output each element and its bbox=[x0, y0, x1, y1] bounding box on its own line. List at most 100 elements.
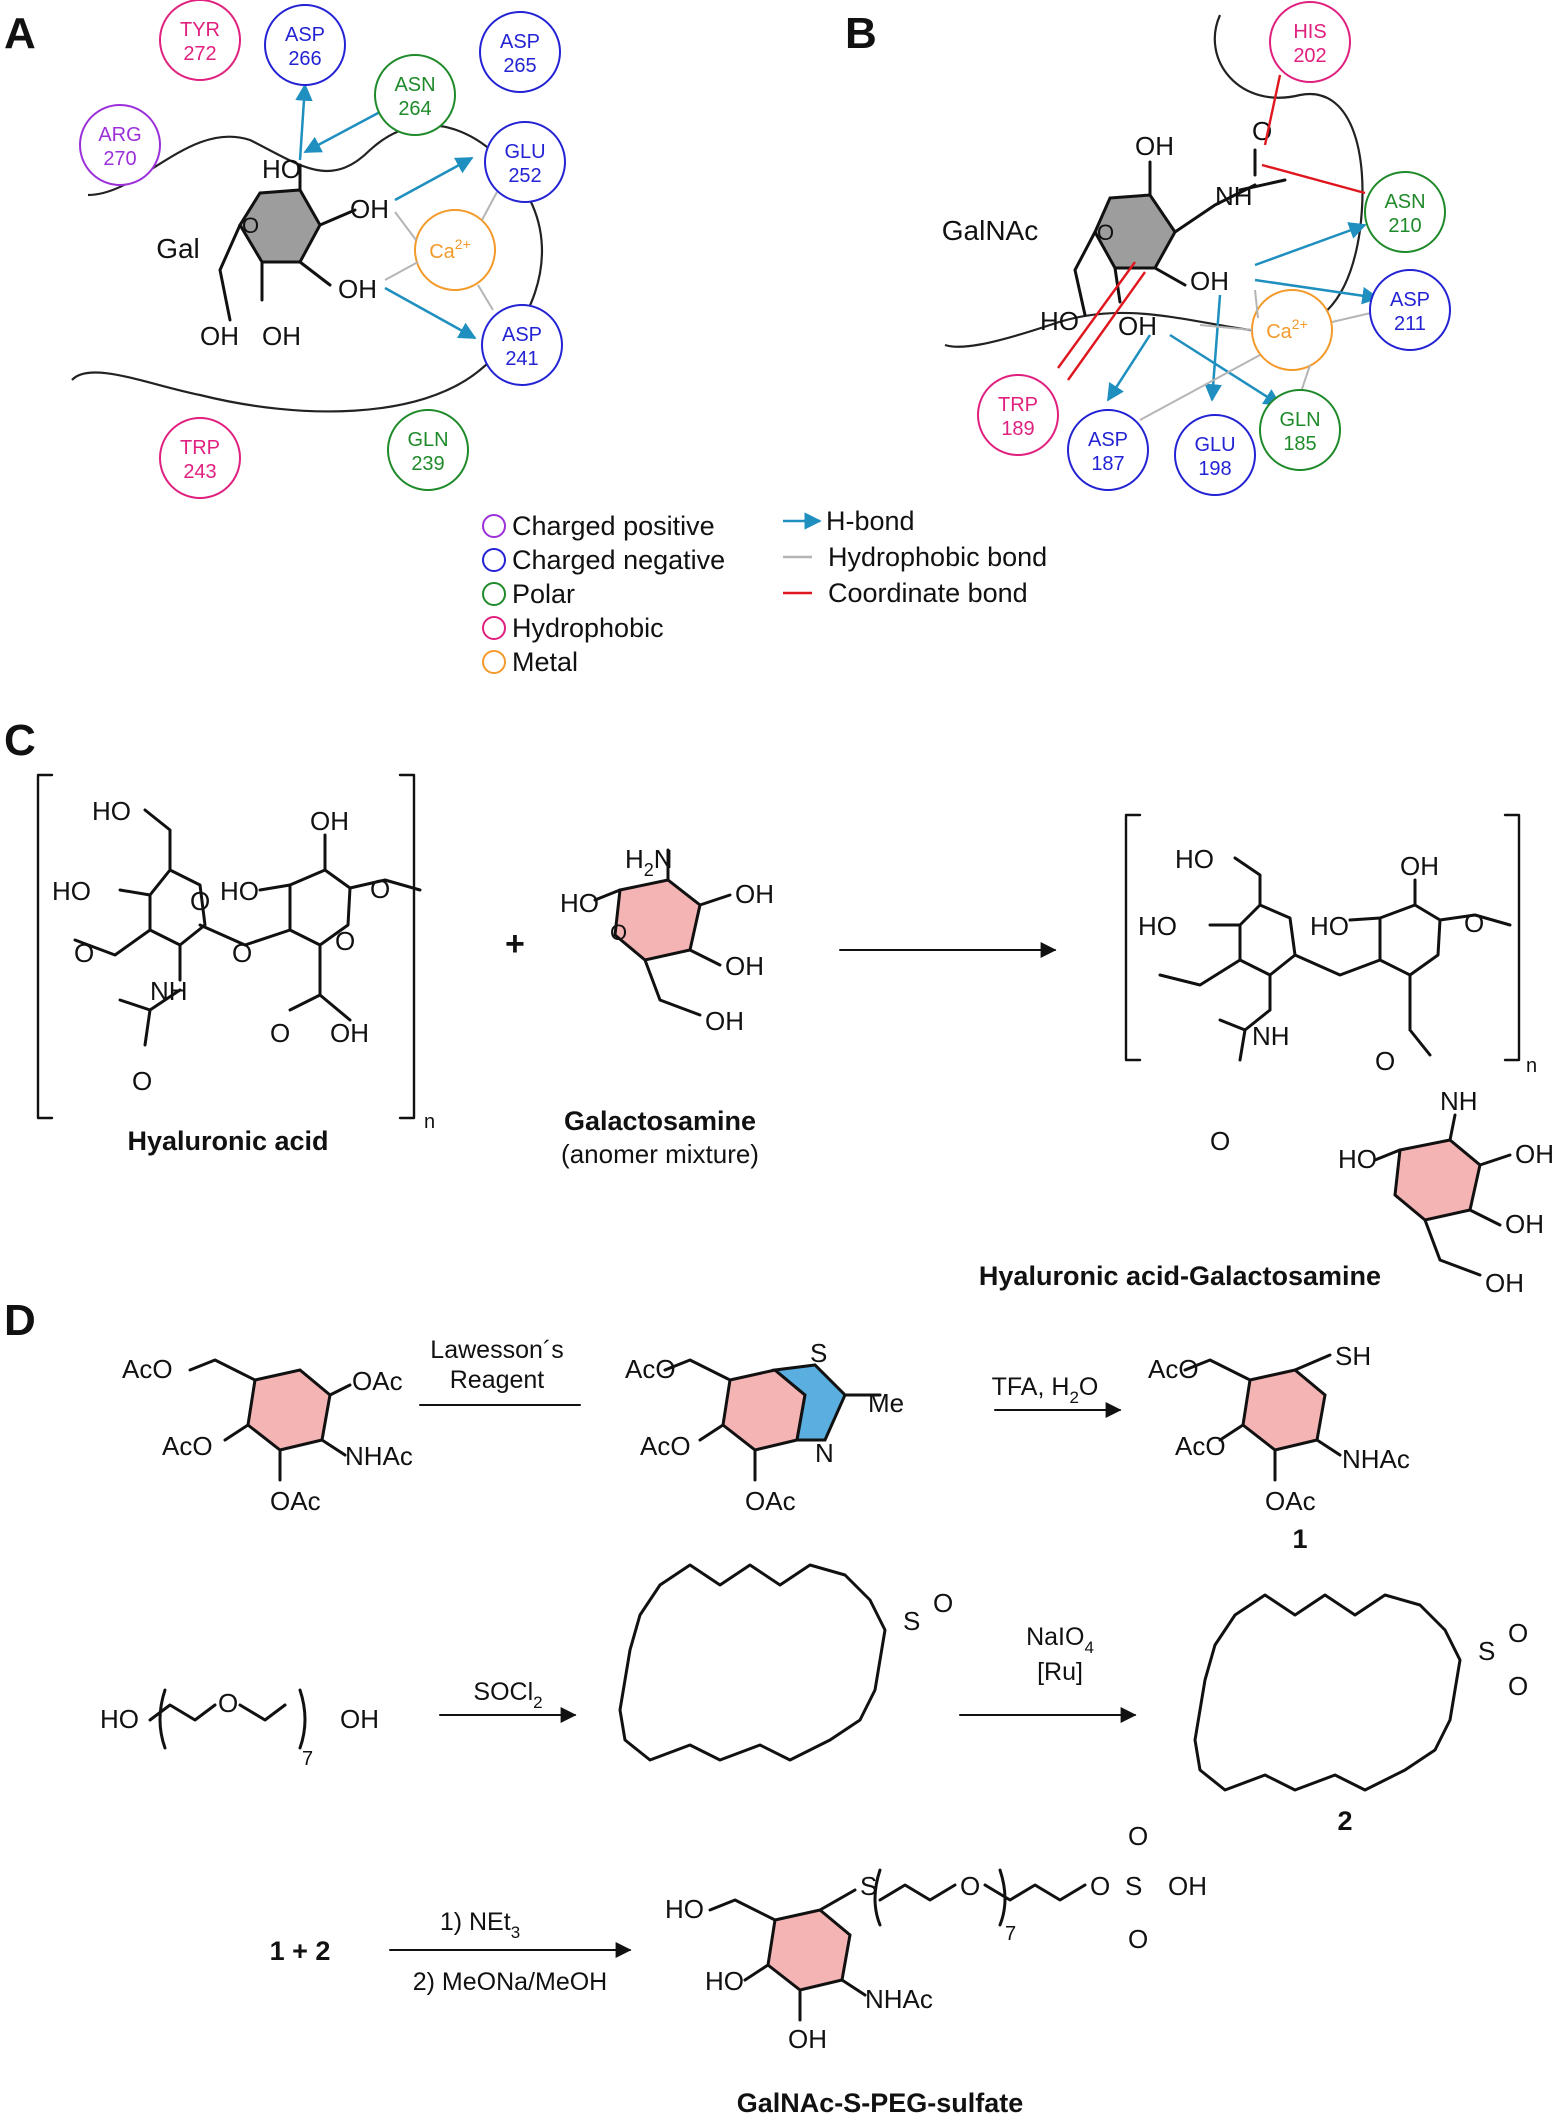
a-residue-circle bbox=[79, 104, 161, 186]
hbond-b1 bbox=[1254, 222, 1367, 267]
b-residue-circle bbox=[1259, 389, 1341, 471]
metal-label-b: Ca2+ bbox=[1266, 316, 1308, 343]
thiol-substituents bbox=[1183, 1353, 1342, 1482]
final-repeat-7: 7 bbox=[1005, 1923, 1016, 1945]
hbond-b3 bbox=[1106, 334, 1152, 402]
ha-substituents bbox=[73, 808, 422, 1047]
panel-letter-a: A bbox=[4, 9, 36, 58]
gal-oh-2: OH bbox=[725, 951, 764, 981]
b-residue-name: ASP bbox=[1088, 429, 1128, 451]
bracket-left-ha bbox=[36, 773, 54, 1120]
cyclic-sulfate-ring bbox=[1193, 1593, 1462, 1792]
panel-b: B O OH NH O OH OH HO GalNAc Ca2+ HIS202A… bbox=[845, 1, 1451, 496]
bracket-left-prod bbox=[1124, 813, 1142, 1062]
bracket-right-prod bbox=[1503, 813, 1521, 1062]
hydro-b1 bbox=[1254, 289, 1259, 319]
prod-nh-2: NH bbox=[1440, 1086, 1478, 1116]
ha-ho-1: HO bbox=[92, 796, 131, 826]
prod-ho-3: HO bbox=[1310, 911, 1349, 941]
legend-swatch-circle bbox=[482, 582, 506, 606]
bracket-right-ha bbox=[398, 773, 416, 1120]
a-residue-name: ARG bbox=[98, 124, 141, 146]
panel-letter-c: C bbox=[4, 716, 36, 765]
hbond-a4 bbox=[384, 286, 477, 340]
hydro-b3 bbox=[1331, 311, 1376, 323]
b-residue-circle bbox=[1369, 269, 1451, 351]
net3-reagent: 1) NEt3 bbox=[440, 1908, 520, 1942]
final-o-2: O bbox=[1090, 1871, 1110, 1901]
legend-label: Charged negative bbox=[512, 545, 725, 575]
final-sugar-ring bbox=[766, 1908, 852, 1992]
a-residue-name: TRP bbox=[180, 437, 220, 459]
metal-label-a: Ca2+ bbox=[429, 236, 471, 263]
ha-ho-2: HO bbox=[52, 876, 91, 906]
legend-swatch-circle bbox=[482, 548, 506, 572]
oh-b3: OH bbox=[1118, 311, 1157, 341]
prod-gal-oh-1: OH bbox=[1515, 1139, 1554, 1169]
ha-o-ring2: O bbox=[335, 926, 355, 956]
final-sulfate-oh: OH bbox=[1168, 1871, 1207, 1901]
gal-oh-3: OH bbox=[705, 1006, 744, 1036]
legend-label: Metal bbox=[512, 647, 578, 677]
label-final-product: GalNAc-S-PEG-sulfate bbox=[737, 2088, 1024, 2118]
d2-n: N bbox=[815, 1438, 834, 1468]
ru-reagent: [Ru] bbox=[1037, 1658, 1083, 1686]
hydro-a2 bbox=[384, 261, 419, 281]
coord-b1 bbox=[1263, 74, 1282, 146]
compound-1-label: 1 bbox=[1292, 1524, 1307, 1554]
oh-3: OH bbox=[338, 274, 377, 304]
repeat-n-ha: n bbox=[424, 1111, 435, 1133]
prod-o-acetyl: O bbox=[1210, 1126, 1230, 1156]
legend-bond-label: H-bond bbox=[826, 506, 915, 536]
b-residue-name: ASN bbox=[1384, 191, 1425, 213]
a-residue-name: ASP bbox=[500, 31, 540, 53]
galactosamine-substituents bbox=[593, 848, 732, 1017]
d1-oac-2: OAc bbox=[270, 1486, 321, 1516]
a-residue-name: TYR bbox=[180, 19, 220, 41]
prod-ho-1: HO bbox=[1175, 844, 1214, 874]
a-residue-number: 239 bbox=[411, 453, 444, 475]
b-residue-circle bbox=[977, 374, 1059, 456]
coord-b4 bbox=[1057, 261, 1136, 369]
prod-gal-substituents bbox=[1373, 1113, 1512, 1277]
prod-gal-oh-3: OH bbox=[1485, 1268, 1524, 1298]
peg-chain bbox=[148, 1688, 307, 1750]
oh-b1: OH bbox=[1135, 131, 1174, 161]
prod-disaccharide bbox=[1158, 856, 1512, 1062]
a-residue-circle bbox=[481, 304, 563, 386]
a-residue-circle bbox=[264, 4, 346, 86]
ha-oh-carboxyl: OH bbox=[330, 1018, 369, 1048]
d3-aco-2: AcO bbox=[1175, 1431, 1226, 1461]
final-sulfate-o-top: O bbox=[1128, 1821, 1148, 1851]
socl2-reagent: SOCl2 bbox=[473, 1678, 542, 1712]
d3-oac: OAc bbox=[1265, 1486, 1316, 1516]
final-s: S bbox=[860, 1871, 877, 1901]
ha-o-ring1: O bbox=[190, 886, 210, 916]
oh-1: HO bbox=[262, 154, 301, 184]
a-residue-number: 264 bbox=[398, 98, 431, 120]
ha-ho-3: HO bbox=[220, 876, 259, 906]
sulfate-o-2: O bbox=[1508, 1671, 1528, 1701]
oh-2: OH bbox=[350, 194, 389, 224]
a-residue-number: 241 bbox=[505, 348, 538, 370]
b-residue-number: 189 bbox=[1001, 418, 1034, 440]
prod-o-link: O bbox=[1464, 908, 1484, 938]
a-residue-number: 265 bbox=[503, 55, 536, 77]
b-residue-name: GLN bbox=[1279, 409, 1320, 431]
legend-swatch-circle bbox=[482, 514, 506, 538]
a-residue-number: 270 bbox=[103, 148, 136, 170]
label-hyaluronic-acid: Hyaluronic acid bbox=[127, 1126, 328, 1156]
peracetyl-galnac-ring bbox=[246, 1368, 332, 1452]
d3-sh: SH bbox=[1335, 1341, 1371, 1371]
prod-gal-oh-2: OH bbox=[1505, 1209, 1544, 1239]
oh-4: OH bbox=[262, 321, 301, 351]
b-residue-name: ASP bbox=[1390, 289, 1430, 311]
prod-o-amide: O bbox=[1375, 1046, 1395, 1076]
repeat-n-prod: n bbox=[1526, 1055, 1537, 1077]
sugar-label-galnac: GalNAc bbox=[942, 215, 1038, 246]
b-residue-number: 202 bbox=[1293, 45, 1326, 67]
oh-5: OH bbox=[200, 321, 239, 351]
